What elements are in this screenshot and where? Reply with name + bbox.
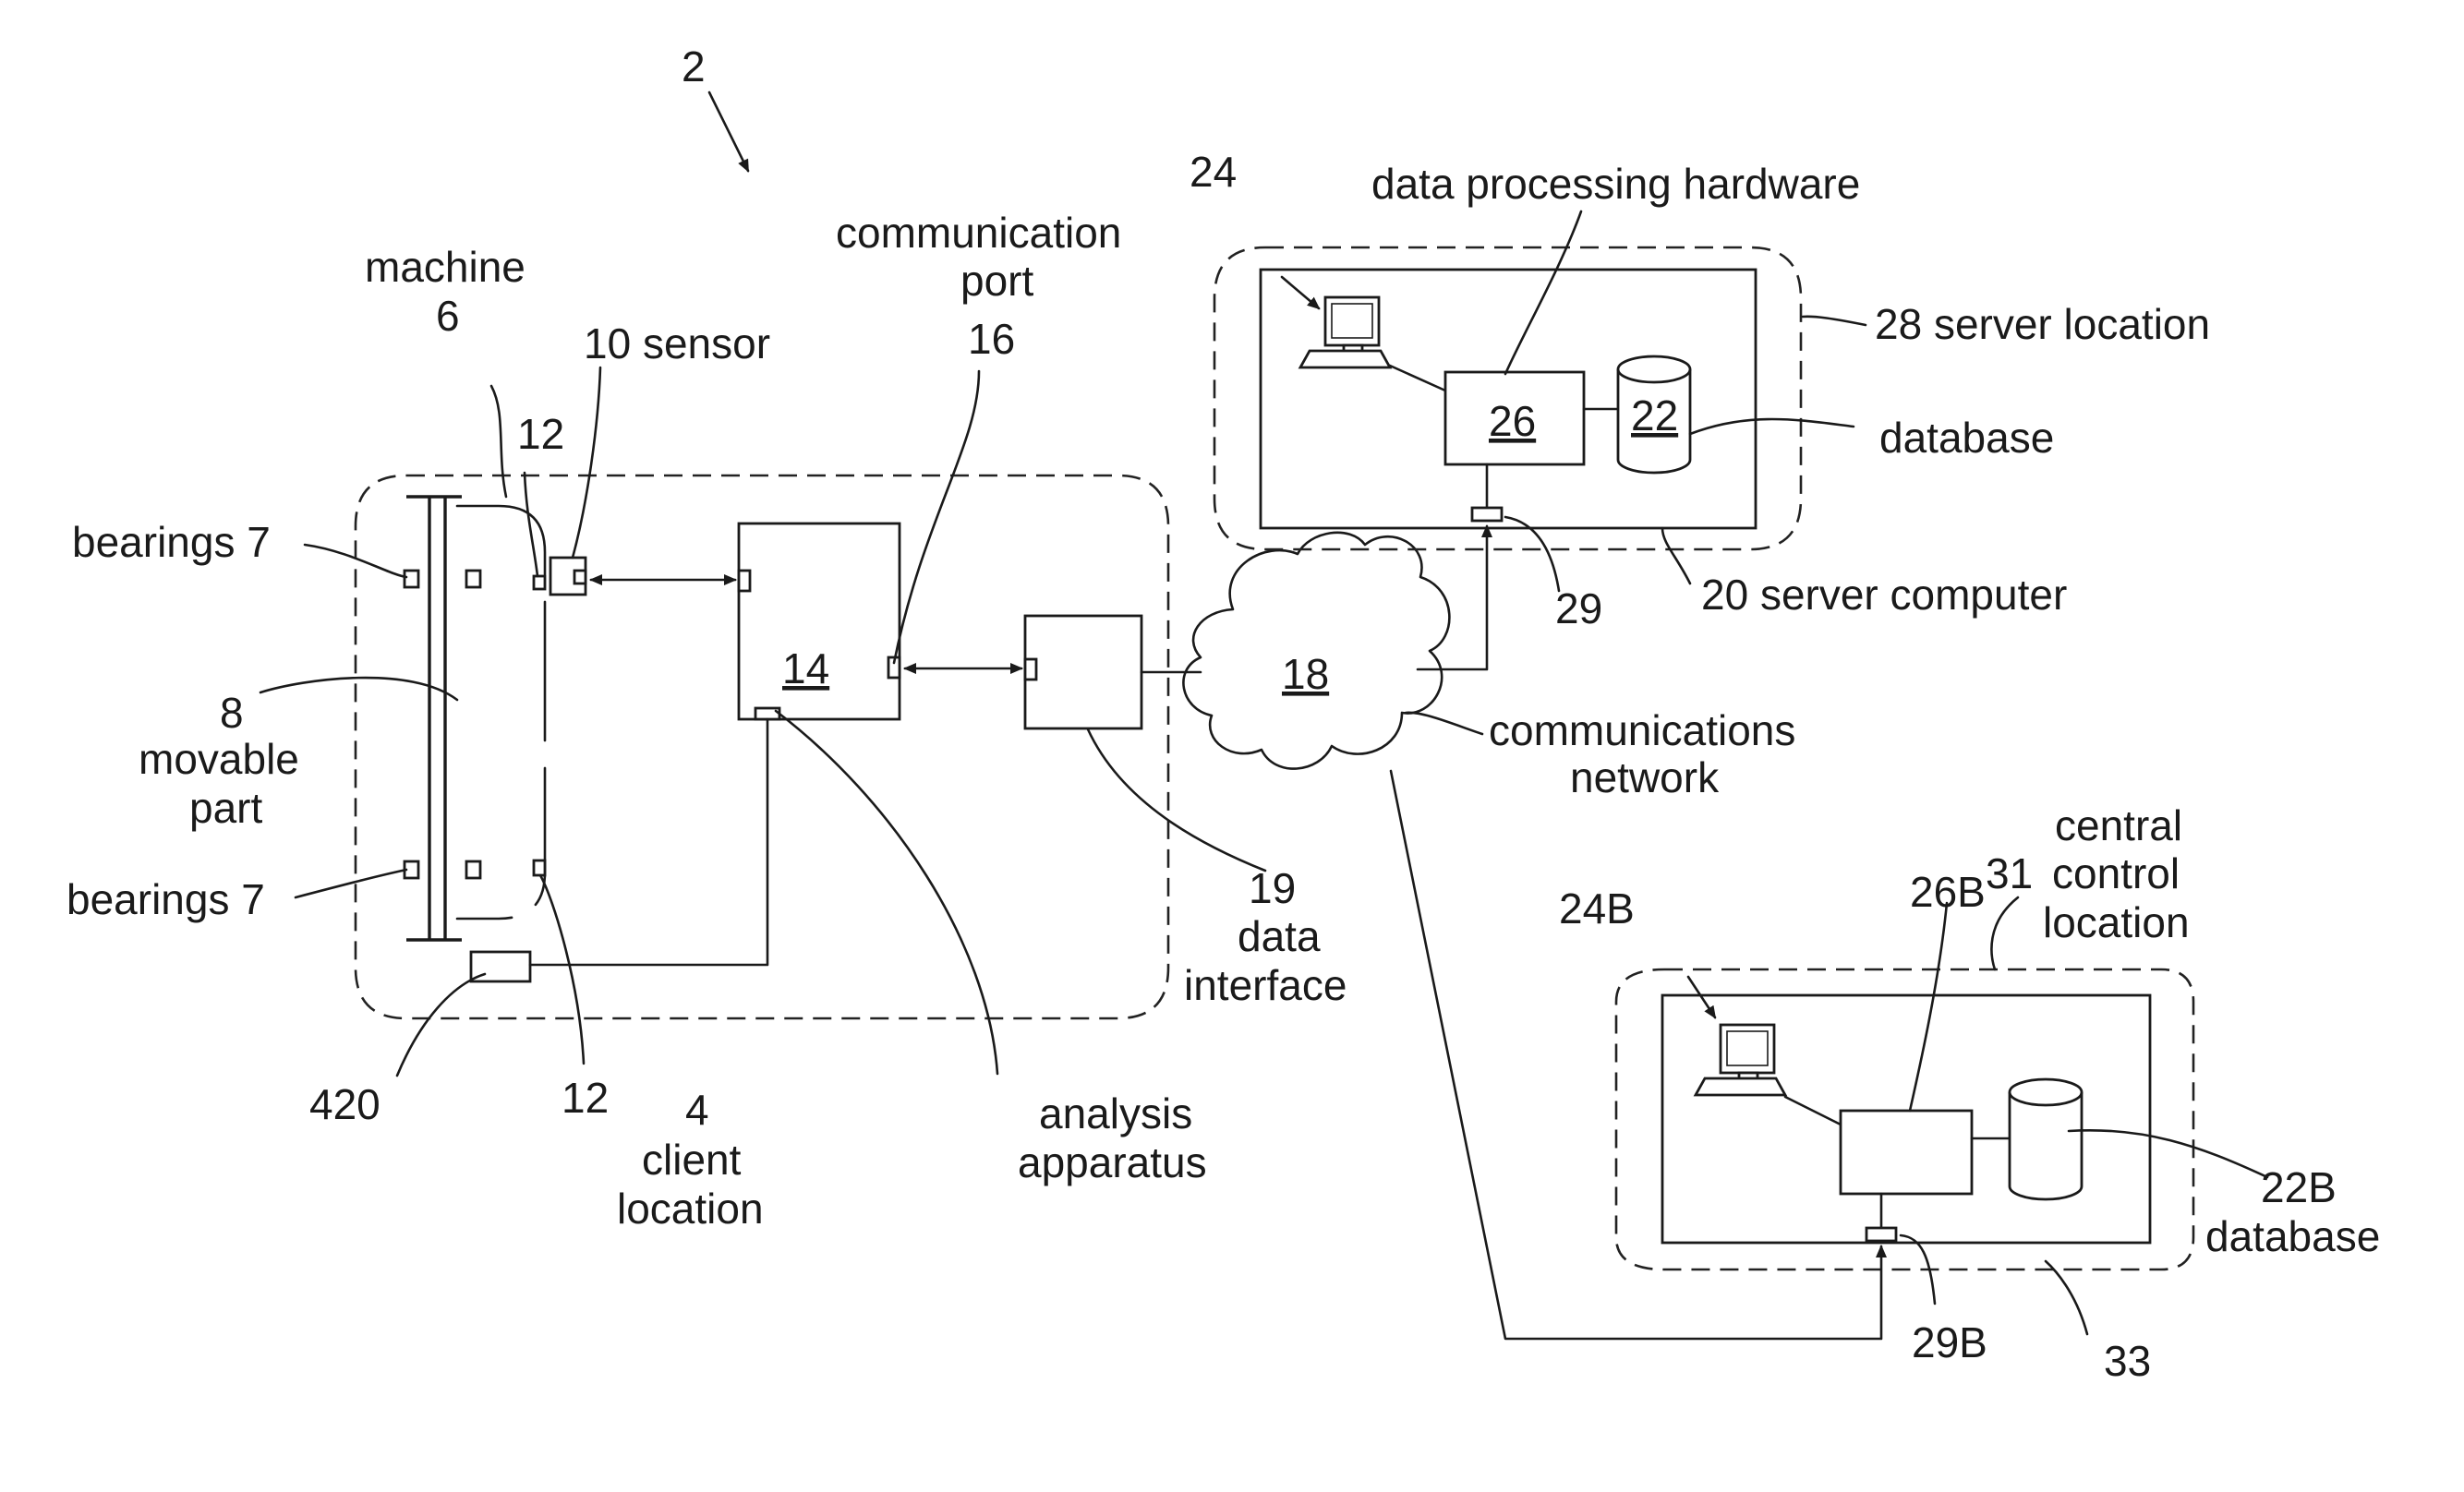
network-text-1: communications — [1489, 706, 1795, 754]
sensor-port — [574, 571, 586, 584]
movable-part-text-1: movable — [139, 735, 299, 783]
sensor-mount-bottom — [534, 860, 545, 875]
leader-central-computer — [2046, 1261, 2087, 1334]
central-keyboard-icon — [1696, 1078, 1785, 1095]
bearing-left-top — [405, 571, 418, 587]
leader-data-interface — [1088, 729, 1265, 871]
sensor-label: 10 sensor — [584, 319, 770, 367]
leader-bearings-bottom — [296, 870, 406, 897]
leader-sensor-mount-bottom — [540, 875, 584, 1064]
leader-server-computer — [1662, 528, 1690, 584]
machine-title: machine — [365, 243, 525, 291]
client-location-number: 4 — [685, 1086, 709, 1134]
central-database-number: 22B — [2261, 1163, 2337, 1211]
movable-part-number: 8 — [220, 689, 244, 737]
server-location-label: 28 server location — [1875, 300, 2210, 348]
machine — [405, 497, 586, 981]
network-to-server-link — [1418, 526, 1487, 669]
data-interface-port — [1025, 659, 1036, 680]
leader-server-location — [1803, 317, 1866, 325]
central-port-number: 29B — [1912, 1318, 1987, 1366]
central-terminal-number: 24B — [1559, 884, 1635, 932]
central-location-number: 31 — [1986, 849, 2033, 897]
module-420-number: 420 — [309, 1080, 380, 1128]
sensor-mount-bottom-number: 12 — [562, 1074, 609, 1122]
central-location-text-2: control — [2052, 849, 2180, 897]
communication-port-number: 16 — [968, 315, 1015, 363]
central-database-icon — [2010, 1079, 2082, 1199]
central-processing-number: 26B — [1910, 868, 1986, 916]
central-location-text-1: central — [2055, 801, 2182, 849]
server-database-number: 22 — [1631, 391, 1678, 439]
data-interface-text-2: interface — [1184, 961, 1347, 1009]
communication-port-text-2: port — [960, 257, 1033, 305]
analysis-input-port — [739, 571, 750, 591]
server-database-label: database — [1879, 414, 2054, 462]
leader-movable-part — [260, 678, 457, 700]
central-location-text-3: location — [2043, 898, 2190, 946]
central-database-label: database — [2205, 1212, 2380, 1260]
central-processing-box — [1841, 1111, 1972, 1194]
bearing-right-top — [466, 571, 480, 587]
movable-part-text-2: part — [189, 784, 262, 832]
server-computer-label: 20 server computer — [1701, 571, 2067, 619]
analysis-apparatus-text-2: apparatus — [1018, 1138, 1207, 1186]
leader-central-location — [1991, 897, 2018, 969]
leader-machine — [491, 386, 506, 497]
figure-reference: 2 — [682, 42, 706, 90]
server-processing-number: 26 — [1489, 397, 1536, 445]
network-text-2: network — [1570, 753, 1720, 801]
machine-housing — [457, 506, 545, 919]
client-location-text-2: location — [617, 1185, 764, 1233]
communication-port-text-1: communication — [836, 209, 1121, 257]
leader-module-420 — [397, 974, 485, 1076]
sensor-mount-top-number: 12 — [517, 410, 564, 458]
analysis-apparatus-number: 14 — [782, 644, 829, 692]
machine-number: 6 — [436, 292, 460, 340]
client-location-text-1: client — [642, 1136, 742, 1184]
server-port-number: 29 — [1555, 584, 1602, 632]
bearing-right-bottom — [466, 861, 480, 878]
sensor-mount-top — [534, 576, 545, 589]
data-interface-box — [1025, 616, 1141, 728]
server-port-29 — [1472, 508, 1502, 521]
server-keyboard-icon — [1300, 351, 1390, 367]
bearings-top-label: bearings 7 — [72, 518, 271, 566]
leader-sensor-mount-top — [525, 473, 537, 576]
analysis-apparatus-text-1: analysis — [1039, 1089, 1192, 1137]
server-terminal-number: 24 — [1190, 148, 1237, 196]
leader-sensor — [573, 367, 600, 558]
central-port-29B — [1866, 1228, 1896, 1241]
figure-reference-arrow — [709, 92, 748, 171]
central-computer-number: 33 — [2104, 1337, 2151, 1385]
server-processing-label: data processing hardware — [1371, 160, 1860, 208]
network-number: 18 — [1282, 650, 1329, 698]
analysis-to-module-link — [530, 719, 767, 965]
leader-communications-network — [1406, 713, 1482, 734]
data-interface-text-1: data — [1238, 912, 1321, 960]
bearings-bottom-label: bearings 7 — [66, 875, 265, 923]
leader-communication-port — [894, 371, 979, 663]
data-interface-number: 19 — [1249, 864, 1296, 912]
